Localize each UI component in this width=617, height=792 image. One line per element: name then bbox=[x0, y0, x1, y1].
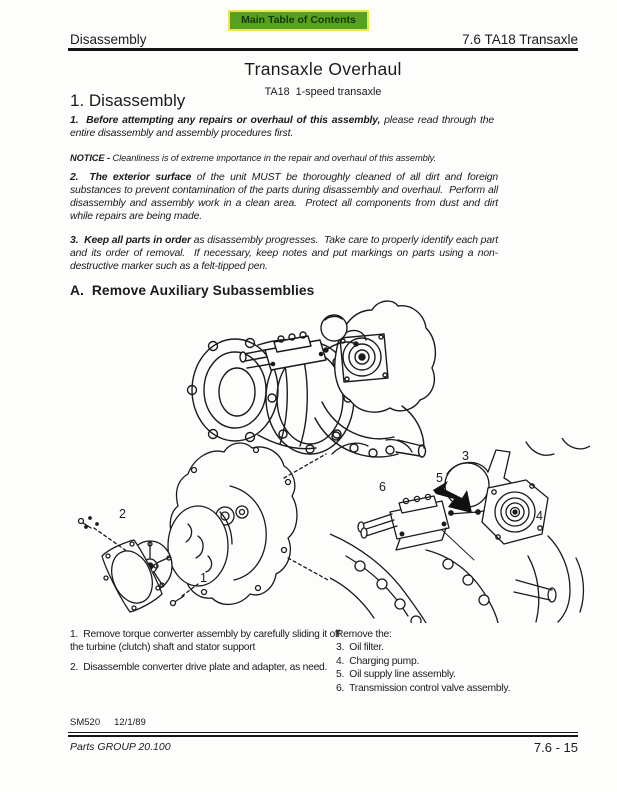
paragraph-3-lead: 3. Keep all parts in order bbox=[70, 235, 191, 246]
instruction-step-1: 1. Remove torque converter assembly by c… bbox=[70, 629, 343, 654]
remove-list-item-6: 6. Transmission control valve assembly. bbox=[336, 682, 511, 694]
header-right-title: 7.6 TA18 Transaxle bbox=[462, 32, 578, 47]
mounting-screws-drawing bbox=[77, 516, 199, 607]
footer-rule bbox=[68, 735, 578, 737]
control-valve-closeup-drawing bbox=[357, 493, 501, 561]
parts-group: Parts GROUP 20.100 bbox=[70, 741, 171, 753]
page-title: Transaxle Overhaul bbox=[244, 59, 402, 79]
paragraph-1-body: please read through the entire disassemb… bbox=[70, 115, 497, 139]
remove-list-intro: Remove the: bbox=[336, 629, 392, 640]
drive-plate-drawing bbox=[167, 505, 233, 587]
charging-pump-drawing bbox=[481, 479, 549, 545]
remove-list-item-5: 5. Oil supply line assembly. bbox=[336, 669, 456, 681]
callout-5: 5 bbox=[436, 471, 443, 485]
figure-auxiliary-subassemblies bbox=[330, 438, 590, 623]
page-subtitle: TA18 1-speed transaxle bbox=[264, 86, 382, 98]
remove-list-item-3: 3. Oil filter. bbox=[336, 642, 384, 654]
paragraph-2-body: of the unit MUST be thoroughly cleaned o… bbox=[70, 172, 501, 222]
manual-code: SM520 bbox=[70, 717, 101, 728]
callout-4: 4 bbox=[536, 509, 543, 523]
paragraph-3-body: as disassembly progresses. Take care to … bbox=[70, 235, 501, 272]
stator-support-flange-drawing bbox=[186, 337, 279, 443]
page-number: 7.6 - 15 bbox=[533, 740, 578, 755]
header-rule bbox=[68, 48, 578, 51]
paragraph-1: 1. Before attempting any repairs or over… bbox=[70, 114, 494, 140]
black-arrow-icon bbox=[433, 481, 472, 513]
remove-list-item-4: 4. Charging pump. bbox=[336, 655, 420, 667]
housing-arcs-drawing bbox=[330, 533, 585, 623]
notice-lead: NOTICE - bbox=[70, 153, 113, 163]
notice-paragraph: NOTICE - Cleanliness is of extreme impor… bbox=[70, 152, 575, 164]
callout-1: 1 bbox=[200, 571, 207, 585]
gasket-drawing bbox=[101, 539, 163, 613]
callout-2: 2 bbox=[119, 507, 126, 521]
header-left-title: Disassembly bbox=[70, 32, 147, 47]
paragraph-2-lead: 2. The exterior surface bbox=[70, 172, 192, 183]
callout-3: 3 bbox=[462, 449, 469, 463]
remove-list: Remove the: 3. Oil filter. 4. Charging p… bbox=[336, 628, 586, 695]
notice-body: Cleanliness is of extreme importance in … bbox=[112, 153, 436, 163]
oil-filter-drawing bbox=[320, 314, 367, 342]
revision-date: 12/1/89 bbox=[114, 717, 146, 728]
transaxle-housing-drawing bbox=[314, 300, 437, 458]
figure-transaxle-assembly bbox=[186, 300, 437, 458]
paragraph-2: 2. The exterior surface of the unit MUST… bbox=[70, 171, 498, 223]
paragraph-1-lead: 1. Before attempting any repairs or over… bbox=[70, 115, 381, 126]
figure-converter-drive-plate bbox=[77, 442, 329, 613]
main-table-of-contents-button[interactable]: Main Table of Contents bbox=[228, 10, 369, 31]
callout-6: 6 bbox=[379, 480, 386, 494]
section-a-heading: A. Remove Auxiliary Subassemblies bbox=[70, 283, 315, 298]
control-valve-drawing bbox=[239, 331, 359, 371]
instruction-step-2: 2. Disassemble converter drive plate and… bbox=[70, 662, 328, 673]
footer-thin-rule bbox=[68, 732, 578, 733]
paragraph-3: 3. Keep all parts in order as disassembl… bbox=[70, 234, 498, 273]
section-1-heading: 1. Disassembly bbox=[70, 91, 186, 110]
footer-code-row: SM520 12/1/89 bbox=[70, 717, 146, 728]
